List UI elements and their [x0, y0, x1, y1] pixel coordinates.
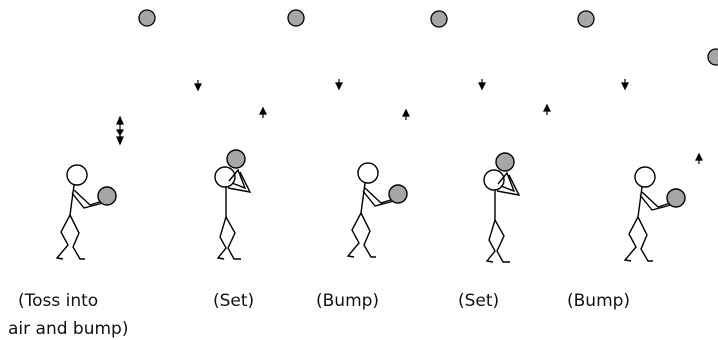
arrow-down-icon [336, 79, 342, 89]
player-bump-1 [348, 163, 407, 257]
ball [667, 189, 685, 207]
arrow-up-icon [260, 108, 266, 118]
label-set-2: (Set) [458, 290, 499, 312]
ball [227, 150, 245, 168]
ball-high-5 [708, 49, 718, 65]
player-set-1 [215, 150, 250, 259]
player-set-2 [484, 153, 519, 262]
player-head [67, 165, 87, 185]
ball-high-4 [578, 11, 594, 27]
label-toss-line2: air and bump) [8, 318, 128, 340]
ball-high-1 [139, 10, 155, 26]
arrow-down-icon [195, 80, 201, 90]
ball [98, 187, 116, 205]
arrow-up-icon [696, 154, 702, 164]
label-bump-1: (Bump) [316, 290, 379, 312]
ball [496, 153, 514, 171]
double-arrow-icon [117, 117, 123, 144]
ball-high-2 [288, 10, 304, 26]
ball-high-3 [431, 11, 447, 27]
ball [389, 185, 407, 203]
arrow-up-icon [544, 105, 550, 115]
player-head [358, 163, 378, 183]
arrow-down-icon [479, 79, 485, 89]
arrow-up-icon [403, 110, 409, 120]
label-toss-line1: (Toss into [18, 290, 98, 312]
arrow-down-icon [622, 79, 628, 89]
player-toss-bump [57, 165, 116, 259]
label-bump-2: (Bump) [567, 290, 630, 312]
player-head [635, 167, 655, 187]
label-set-1: (Set) [213, 290, 254, 312]
player-bump-2 [625, 167, 685, 261]
